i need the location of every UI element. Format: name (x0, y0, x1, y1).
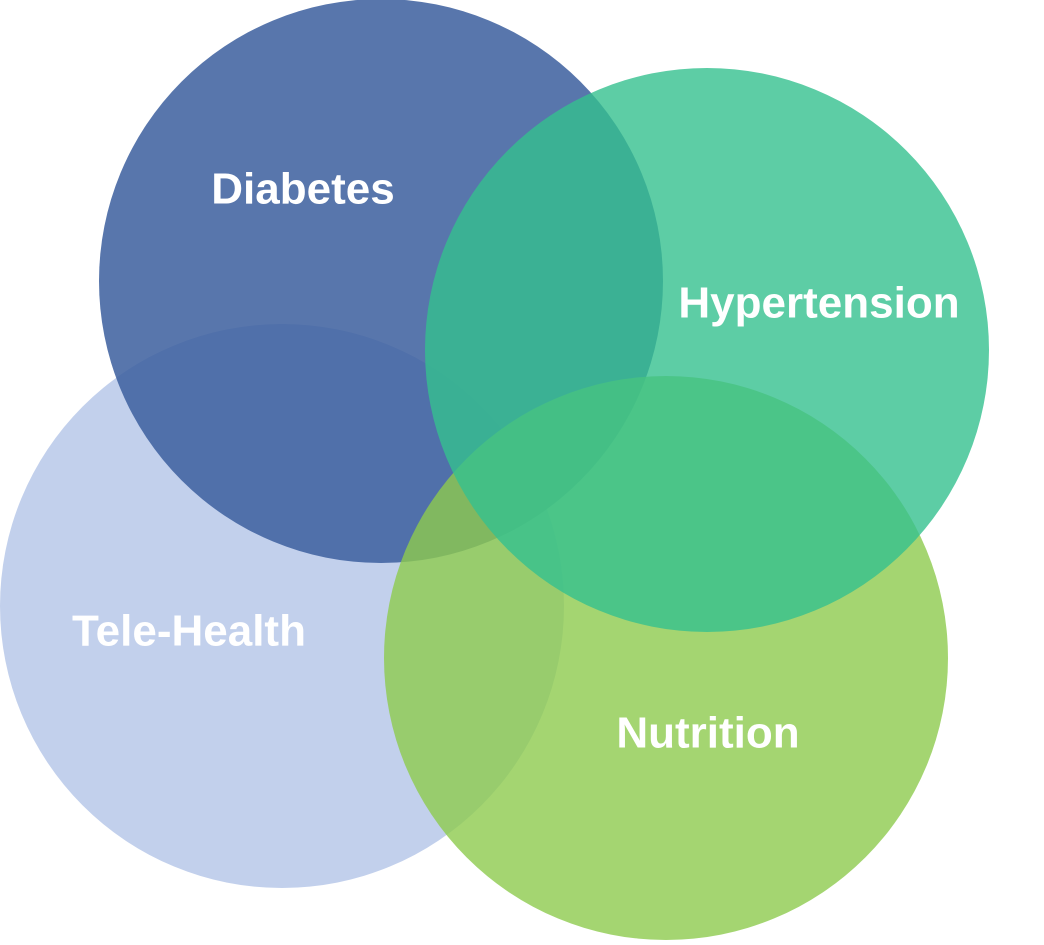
label-hypertension: Hypertension (678, 279, 959, 328)
circles-layer (0, 0, 989, 940)
label-nutrition: Nutrition (616, 709, 799, 758)
label-diabetes: Diabetes (211, 165, 394, 214)
circle-hypertension (425, 68, 989, 632)
labels-layer: Diabetes Hypertension Tele-Health Nutrit… (72, 165, 960, 758)
label-tele-health: Tele-Health (72, 607, 306, 656)
